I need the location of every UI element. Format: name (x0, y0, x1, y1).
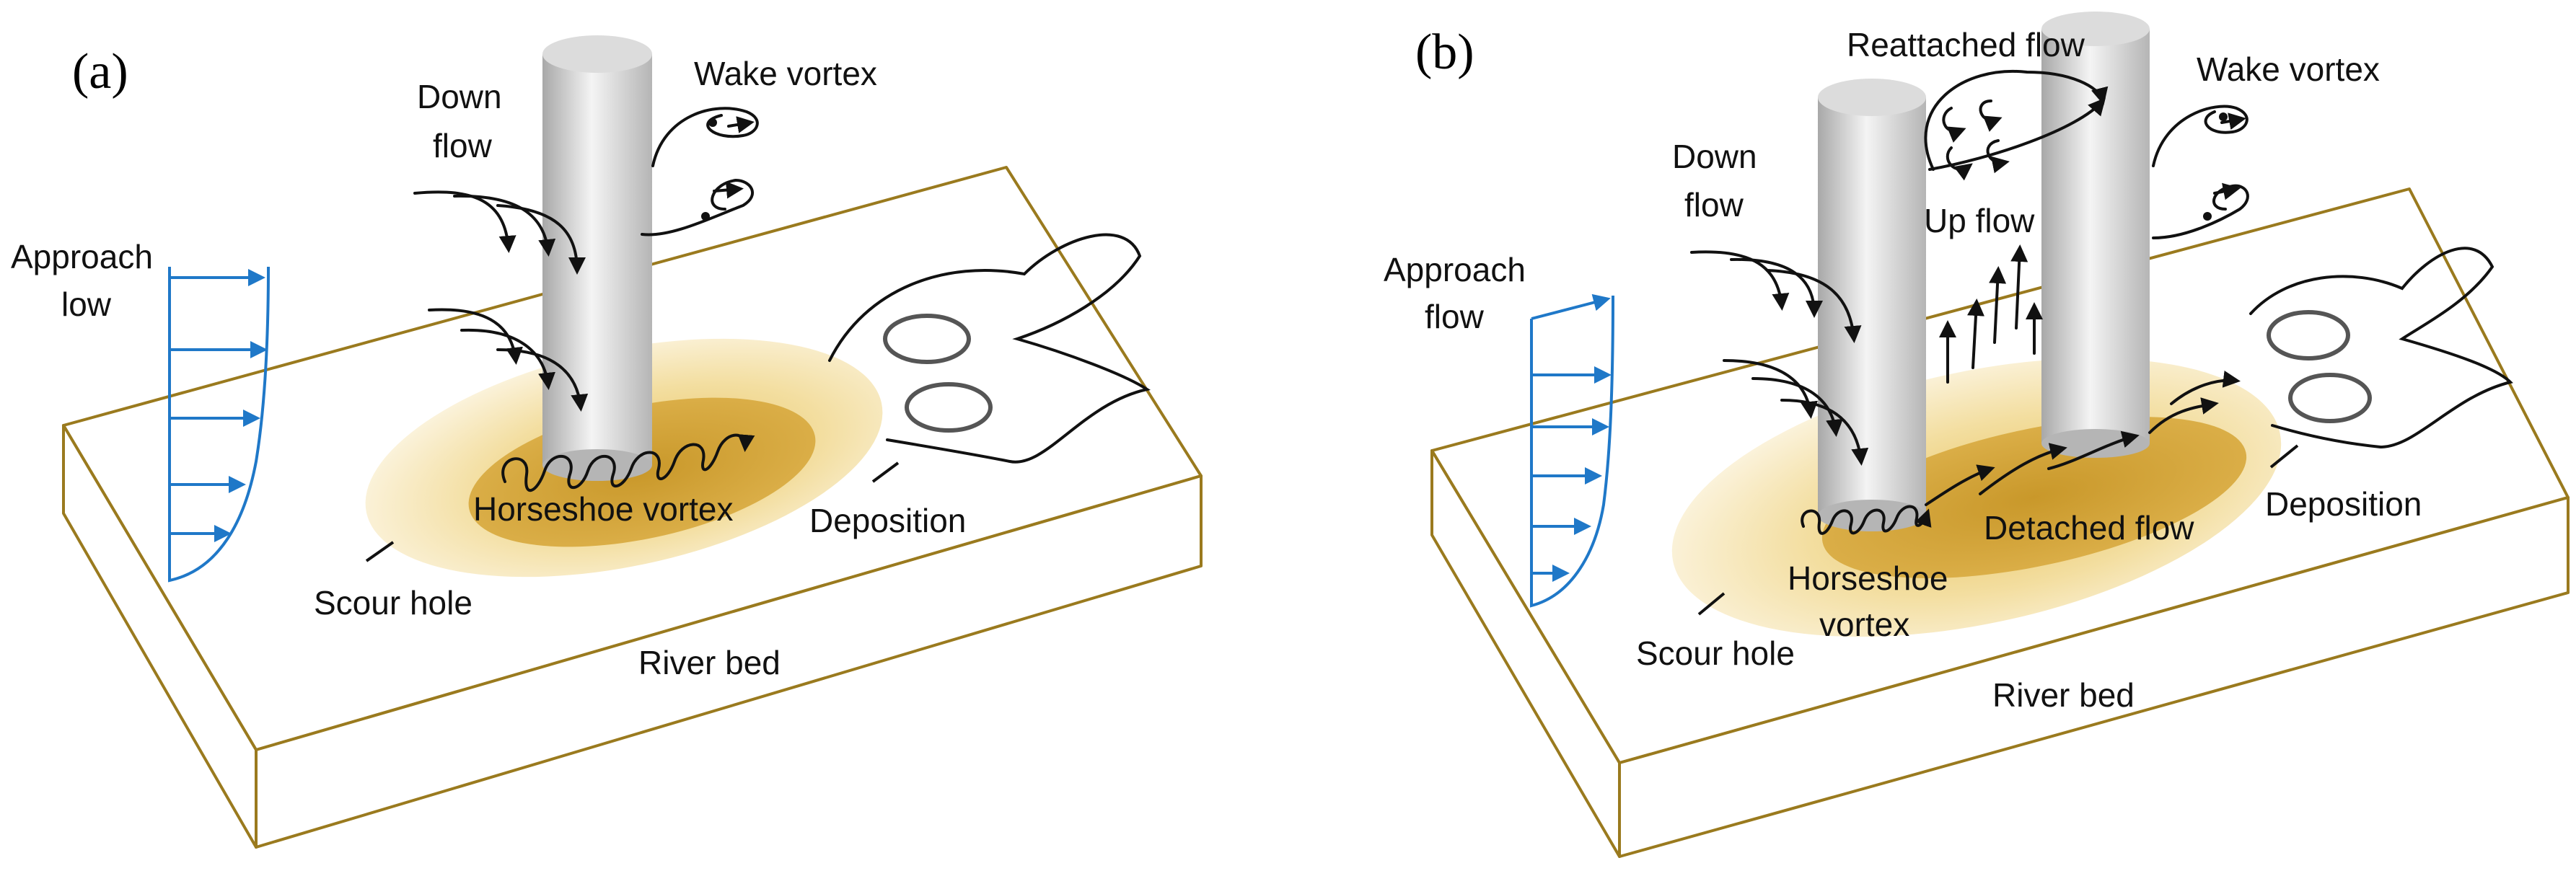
label-wake-vortex: Wake vortex (694, 55, 877, 92)
panel-b-tag: (b) (1415, 25, 1474, 80)
wake-vortex (641, 107, 759, 236)
label-down-flow-line2: flow (433, 127, 493, 164)
label-down-flow-b-line1: Down (1672, 138, 1757, 175)
panel-b: (b) (1384, 12, 2570, 858)
deposition-zone-b (2249, 247, 2513, 449)
label-scour-hole-b: Scour hole (1636, 634, 1795, 672)
down-flow-arrows-b (1690, 250, 1869, 466)
label-detached-flow: Detached flow (1984, 509, 2194, 547)
pier-rear (2041, 12, 2150, 458)
label-down-flow-b-line2: flow (1684, 186, 1744, 224)
label-horseshoe-b-line2: vortex (1819, 606, 1909, 643)
up-flow-arrows (1939, 244, 2043, 384)
label-deposition-b: Deposition (2265, 485, 2422, 523)
deposition-leader (871, 461, 900, 483)
panel-a-tag: (a) (72, 44, 128, 99)
horseshoe-vortex-coils-b (1801, 505, 1932, 535)
deposition-leader-b (2269, 444, 2299, 469)
panel-a: (a) (11, 35, 1203, 849)
down-flow-arrows (413, 190, 589, 412)
reattached-flow (1924, 69, 2109, 181)
label-scour-hole: Scour hole (314, 584, 472, 622)
label-approach-b-line1: Approach (1384, 251, 1526, 288)
deposition-zone (828, 233, 1151, 464)
pier (542, 35, 652, 481)
label-river-bed-b: River bed (1992, 676, 2135, 714)
approach-flow-profile-b (1530, 293, 1614, 608)
label-river-bed: River bed (638, 644, 781, 681)
label-approach-line2: low (61, 286, 112, 323)
label-wake-vortex-b: Wake vortex (2197, 50, 2380, 88)
pier-front (1818, 79, 1926, 531)
wake-vortex-b (2152, 105, 2249, 239)
label-up-flow: Up flow (1924, 202, 2035, 239)
label-deposition: Deposition (809, 502, 966, 539)
label-approach-line1: Approach (11, 238, 153, 275)
label-down-flow-line1: Down (417, 78, 502, 115)
approach-flow-profile (168, 266, 270, 583)
label-horseshoe-b-line1: Horseshoe (1788, 560, 1948, 597)
scour-hole-leader-b (1697, 592, 1726, 616)
horseshoe-vortex-coils (501, 433, 755, 492)
label-reattached-flow: Reattached flow (1847, 26, 2085, 63)
label-horseshoe-vortex: Horseshoe vortex (473, 490, 734, 528)
scour-hole-leader (365, 541, 395, 562)
detached-flow-arrows (1925, 370, 2241, 506)
label-approach-b-line2: flow (1425, 298, 1485, 335)
